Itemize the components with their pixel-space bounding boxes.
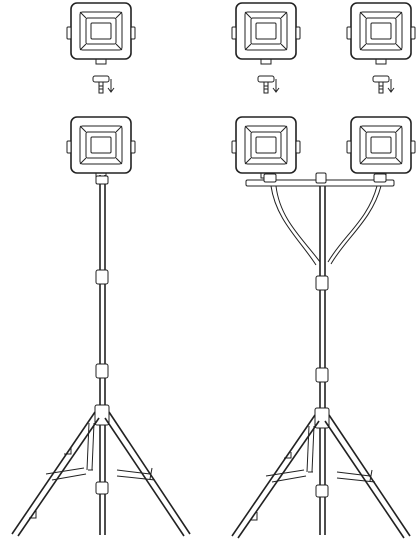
double-stand-right-floodlight: [346, 116, 416, 179]
top-single-floodlight: [66, 2, 136, 65]
double-stand-left-floodlight: [231, 116, 301, 179]
top-right-double-floodlight: [346, 2, 416, 65]
top-right-double-screw: [372, 75, 395, 94]
top-left-double-screw: [257, 75, 280, 94]
double-tripod-stand: [231, 172, 411, 539]
top-single-screw: [92, 75, 115, 94]
single-tripod-stand: [11, 174, 191, 537]
single-stand-floodlight: [66, 116, 136, 179]
top-left-double-floodlight: [231, 2, 301, 65]
